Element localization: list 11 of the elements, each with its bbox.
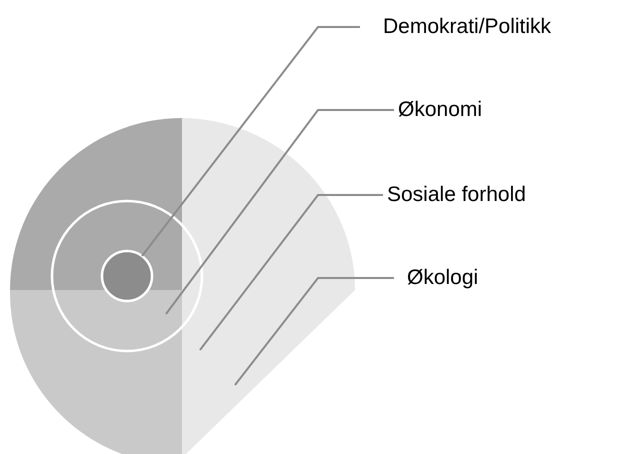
leader-line [141,26,360,257]
ring-circle [50,200,204,352]
part-label: Økonomi [398,97,482,123]
leader-line [165,109,394,315]
part-label: Sosiale forhold [387,182,526,208]
part-label: Demokrati/Politikk [383,14,552,40]
leader-line [199,194,383,351]
center-circle [100,250,154,302]
part-label: Økologi [407,265,478,291]
background-shape [10,118,355,454]
leader-line [234,277,394,386]
